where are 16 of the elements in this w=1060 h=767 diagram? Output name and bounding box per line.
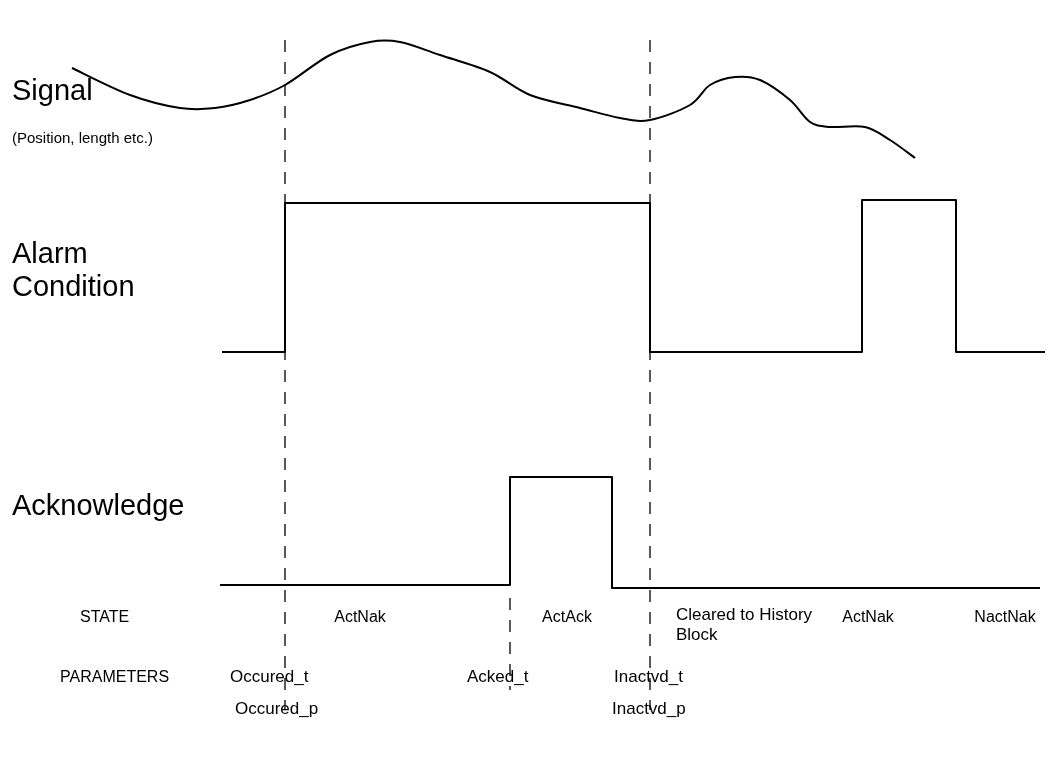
signal-name: Alarm Condition: [12, 237, 136, 304]
state-name: Cleared to History Block: [676, 605, 814, 645]
state-name: ActAck: [542, 608, 592, 627]
signal-note: (Position, length etc.): [12, 129, 153, 147]
state-name: ActNak: [334, 608, 386, 627]
row-heading: PARAMETERS: [60, 668, 170, 687]
parameter-name: Occured_p: [235, 699, 319, 719]
row-heading: STATE: [80, 608, 130, 627]
signal-name: Signal: [12, 74, 93, 108]
parameter-name: Acked_t: [467, 667, 529, 687]
parameter-name: Inactvd_p: [612, 699, 686, 719]
parameter-name: Inactvd_t: [614, 667, 683, 687]
state-name: ActNak: [842, 608, 894, 627]
parameter-name: Occured_t: [230, 667, 309, 687]
signal-name: Acknowledge: [12, 489, 185, 523]
state-name: NactNak: [974, 608, 1036, 627]
